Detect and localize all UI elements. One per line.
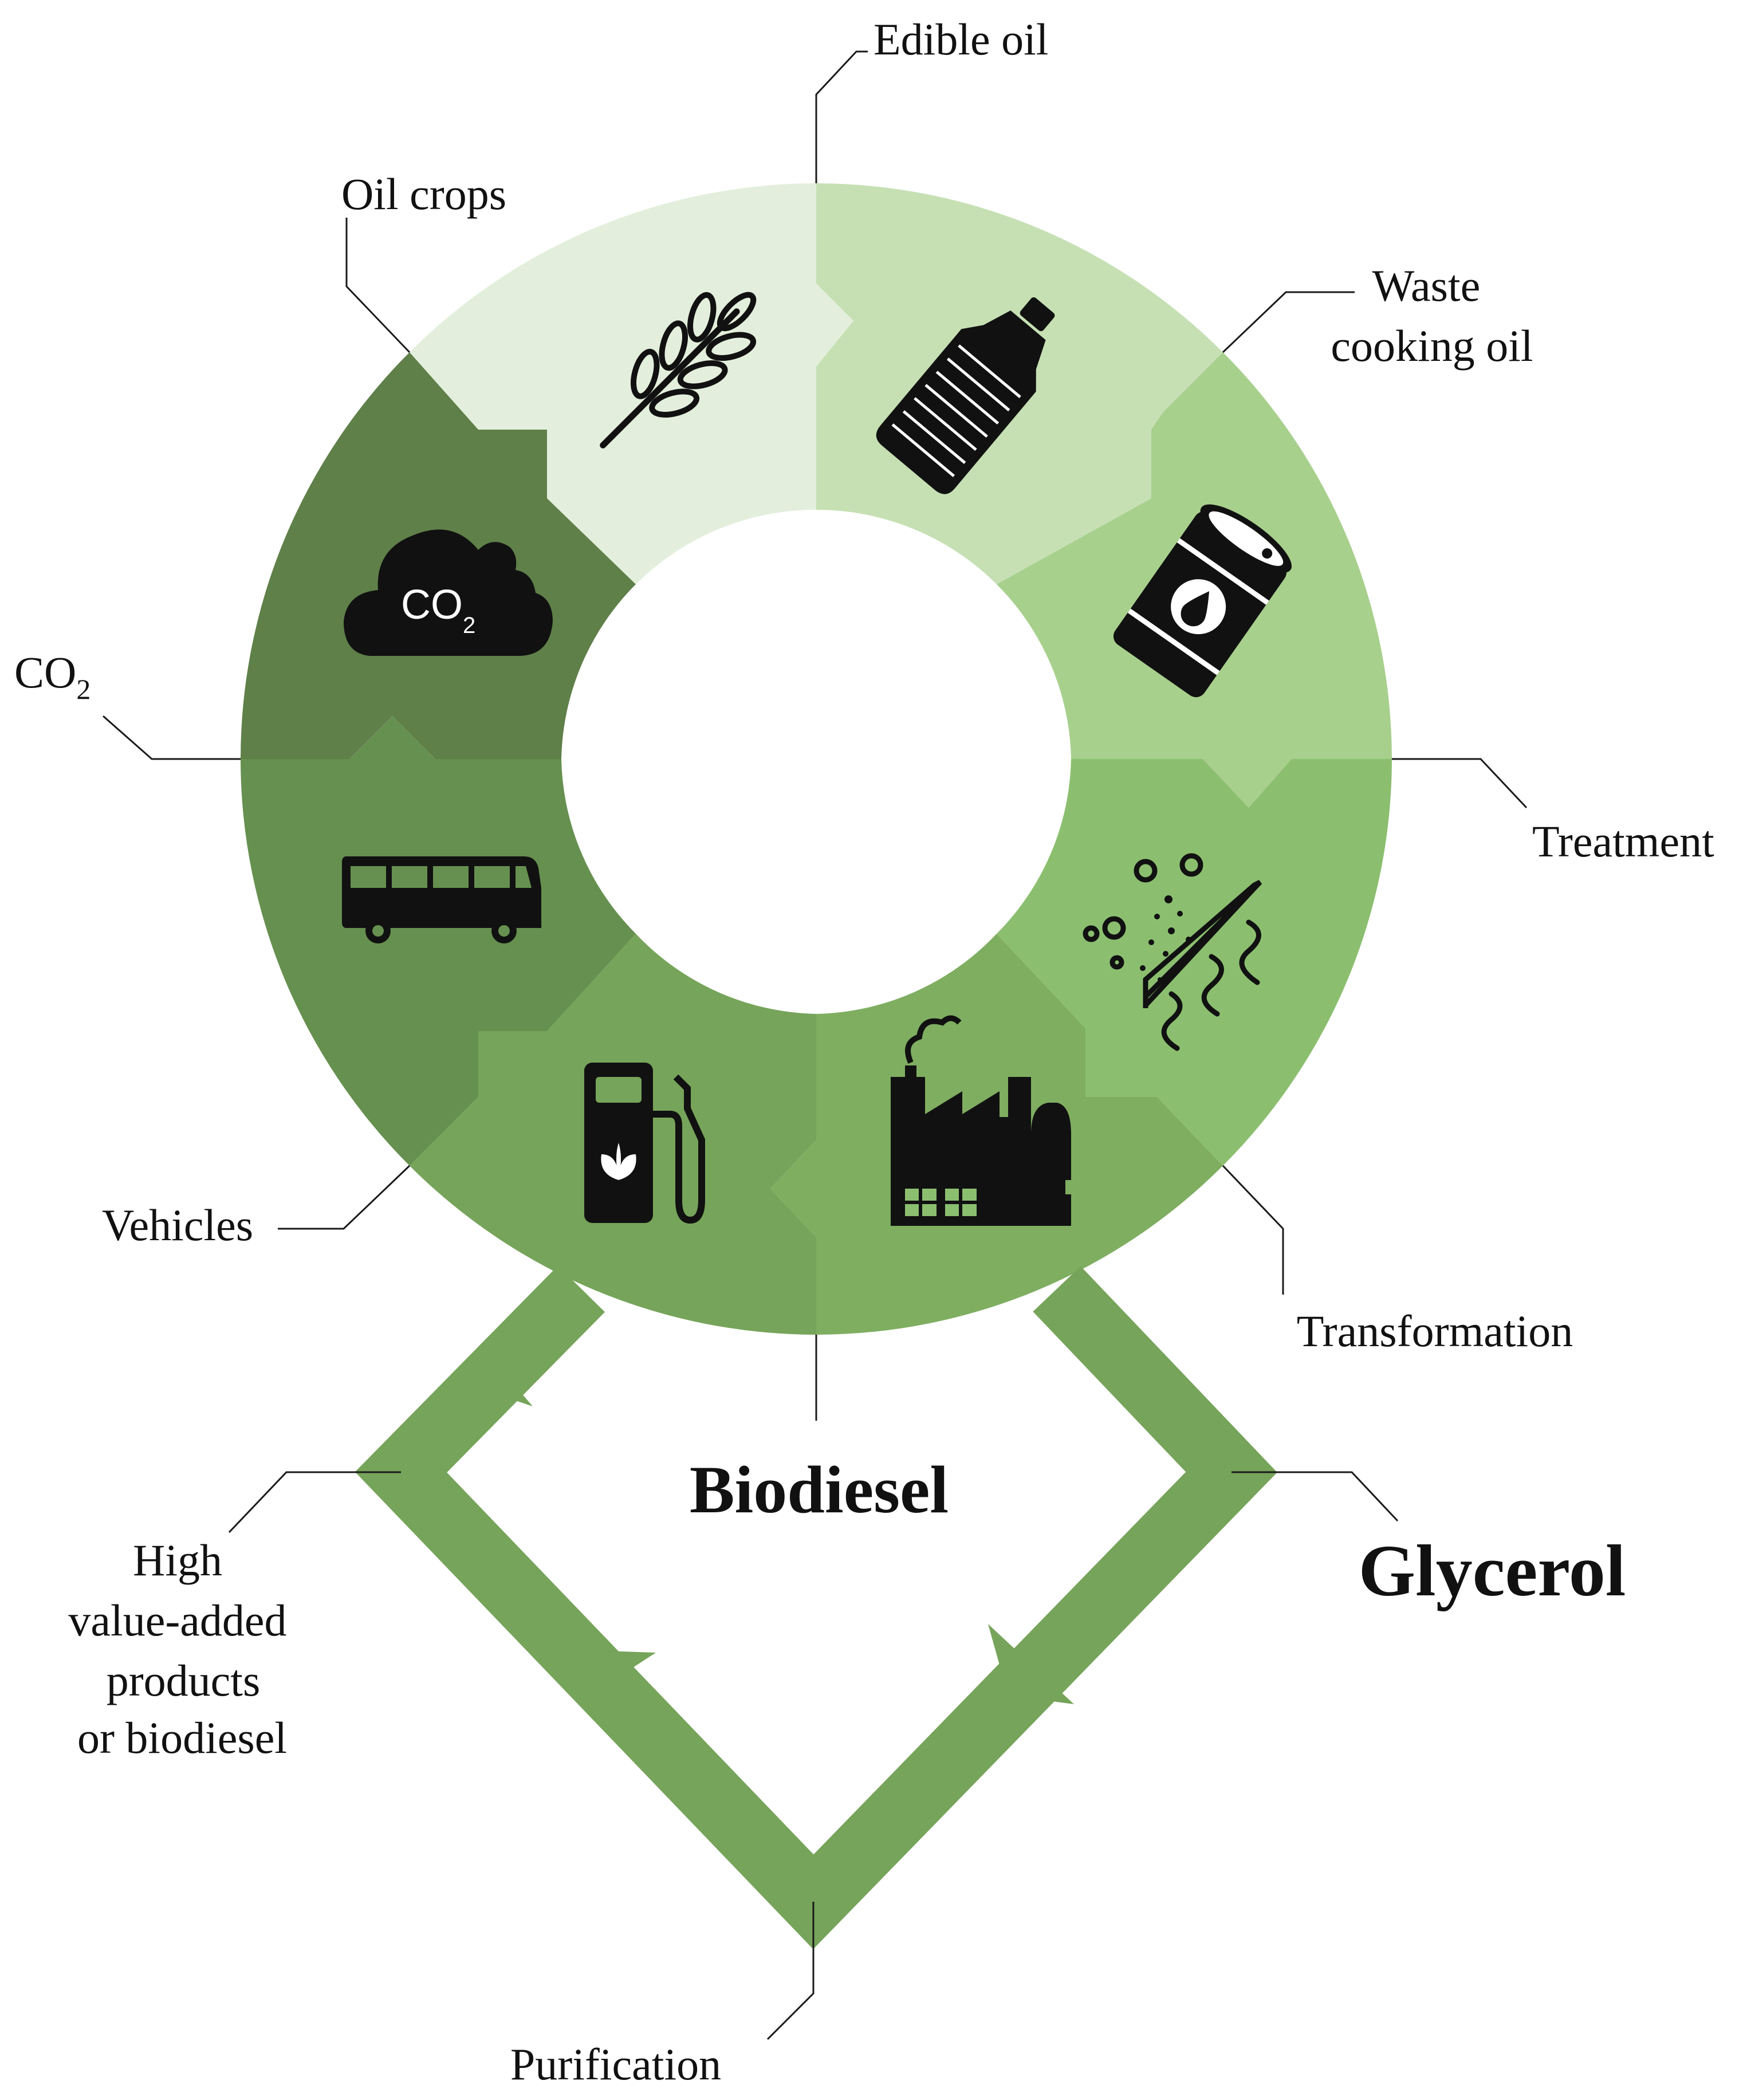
oil-bottle-icon	[876, 297, 1055, 494]
label-purification: Purification	[510, 2039, 721, 2089]
label-glycerol: Glycerol	[1359, 1530, 1626, 1611]
segment-vehicles	[241, 716, 636, 1166]
loop-arrow-upper-right	[1123, 1332, 1189, 1406]
labels: Edible oil Oil crops Waste cooking oil C…	[14, 14, 1714, 2089]
leader-edible-oil	[815, 50, 868, 183]
loop-arrow-lower-right	[988, 1624, 1074, 1704]
factory-icon	[891, 1015, 1071, 1226]
segment-treatment	[997, 759, 1392, 1166]
label-biodiesel: Biodiesel	[690, 1452, 949, 1527]
leader-co2	[103, 715, 241, 760]
label-transformation: Transformation	[1297, 1306, 1573, 1356]
fuel-pump-icon	[584, 1063, 705, 1224]
leader-vehicles	[278, 1165, 411, 1230]
leader-transformation	[1222, 1165, 1284, 1295]
cloud-co2-text: CO	[401, 582, 463, 628]
bus-icon	[342, 856, 541, 943]
label-oil-crops: Oil crops	[341, 169, 506, 219]
leader-glycerol	[1231, 1471, 1399, 1522]
label-co2-main: CO	[14, 647, 76, 697]
label-waste-cooking-oil-line1: Waste	[1372, 261, 1481, 310]
label-high-value-line4: or biodiesel	[77, 1713, 287, 1763]
filter-particles-icon	[1140, 895, 1191, 982]
oil-barrel-icon	[1113, 504, 1292, 698]
leader-lines	[103, 50, 1528, 2040]
label-waste-cooking-oil-line2: cooking oil	[1331, 321, 1533, 371]
label-edible-oil: Edible oil	[873, 14, 1048, 64]
loop-arrow-upper-left	[455, 1346, 533, 1406]
wheat-icon	[600, 292, 757, 449]
ring	[241, 183, 1392, 1335]
leader-high-value	[228, 1471, 401, 1533]
label-co2-subscript: 2	[76, 673, 91, 705]
leader-oil-crops	[345, 218, 411, 353]
filter-icon	[1083, 853, 1262, 1051]
label-co2: CO2	[14, 647, 91, 705]
leader-purification	[766, 1902, 815, 2040]
label-high-value-line2: value-added	[68, 1595, 286, 1645]
label-high-value-line1: High	[133, 1535, 222, 1585]
loop-arrow-lower-left	[573, 1650, 656, 1696]
label-treatment: Treatment	[1532, 816, 1714, 866]
label-vehicles: Vehicles	[102, 1200, 253, 1250]
svg-text:CO2: CO2	[401, 582, 475, 638]
co2-cloud-icon: CO2	[344, 529, 553, 656]
label-high-value-line3: products	[107, 1655, 261, 1705]
cloud-co2-subscript: 2	[463, 613, 475, 638]
leader-treatment	[1392, 758, 1528, 809]
leader-waste-cooking-oil	[1222, 291, 1355, 353]
